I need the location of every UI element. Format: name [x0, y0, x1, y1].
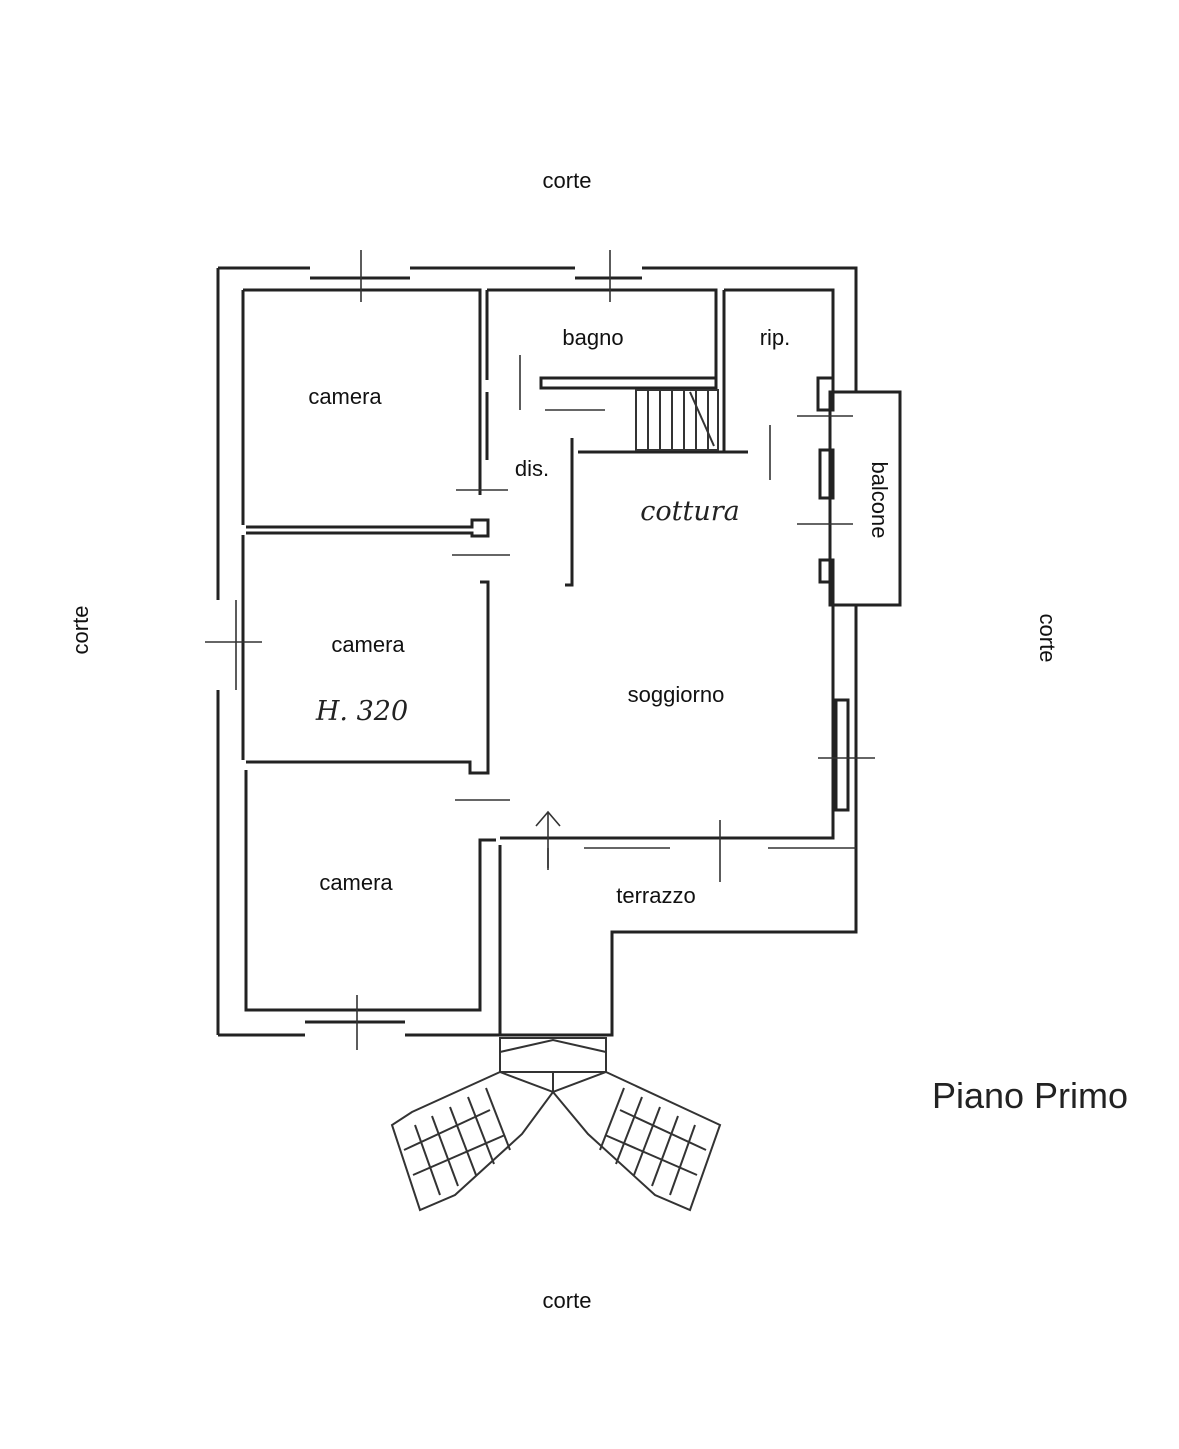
external-stair	[390, 1037, 722, 1212]
internal-stair	[635, 389, 719, 451]
height-note: H. 320	[315, 696, 408, 727]
room-soggiorno: soggiorno	[628, 682, 725, 707]
room-terrazzo: terrazzo	[616, 883, 695, 908]
room-camera-top: camera	[308, 384, 382, 409]
plan-title: Piano Primo	[932, 1075, 1128, 1116]
corte-bottom-label: corte	[543, 1288, 592, 1313]
room-balcone: balcone	[867, 461, 892, 538]
room-rip: rip.	[760, 325, 791, 350]
window-marks	[205, 250, 875, 1050]
entry-arrow-icon	[535, 810, 561, 868]
door-marks	[452, 355, 856, 849]
room-camera-middle: camera	[331, 632, 405, 657]
corte-left-label: corte	[68, 606, 93, 655]
room-dis: dis.	[515, 456, 549, 481]
balcone-outline	[828, 390, 902, 607]
corte-right-label: corte	[1035, 614, 1060, 663]
room-cottura: cottura	[640, 496, 739, 527]
outer-walls	[216, 266, 858, 1037]
room-camera-bottom: camera	[319, 870, 393, 895]
interior-walls	[246, 290, 850, 812]
room-bagno: bagno	[562, 325, 623, 350]
corte-top-label: corte	[543, 168, 592, 193]
